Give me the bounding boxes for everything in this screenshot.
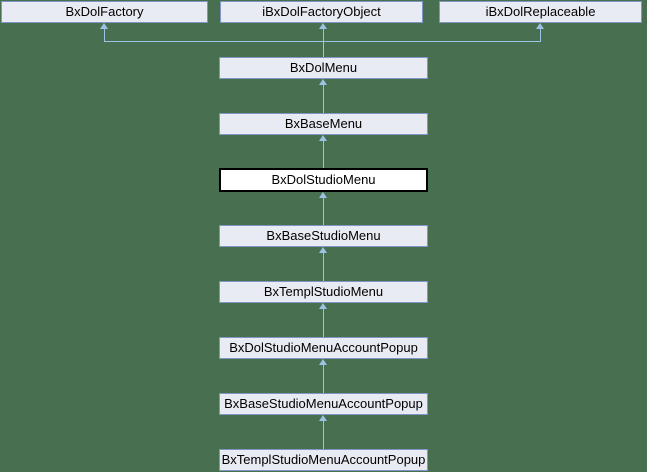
- class-node-ibxdolfactoryobject[interactable]: iBxDolFactoryObject: [220, 1, 423, 23]
- edge-line-to-ibxdolfactoryobject: [323, 29, 324, 57]
- class-node-ibxdolreplaceable[interactable]: iBxDolReplaceable: [439, 1, 642, 23]
- class-node-bxbasestudiomenuaccountpopup[interactable]: BxBaseStudioMenuAccountPopup: [219, 393, 428, 415]
- arrowhead-up-icon: [319, 192, 327, 198]
- class-node-bxbasemenu[interactable]: BxBaseMenu: [219, 113, 428, 135]
- class-node-bxdolstudiomenu-current: BxDolStudioMenu: [219, 168, 428, 192]
- edge-line-chain-1: [323, 85, 324, 113]
- edge-line-chain-5: [323, 309, 324, 337]
- edge-line-chain-7: [323, 421, 324, 449]
- arrowhead-up-icon: [319, 79, 327, 85]
- class-node-bxdolfactory[interactable]: BxDolFactory: [1, 1, 208, 23]
- arrowhead-up-icon: [319, 23, 327, 29]
- edge-line-horizontal-bases: [104, 41, 541, 42]
- class-node-bxdolstudiomenuaccountpopup[interactable]: BxDolStudioMenuAccountPopup: [219, 337, 428, 359]
- arrowhead-up-icon: [319, 247, 327, 253]
- edge-line-chain-2: [323, 141, 324, 168]
- arrowhead-up-icon: [100, 23, 108, 29]
- arrowhead-up-icon: [319, 415, 327, 421]
- arrowhead-up-icon: [319, 303, 327, 309]
- edge-line-to-ibxdolreplaceable: [540, 29, 541, 42]
- edge-line-chain-4: [323, 253, 324, 281]
- arrowhead-up-icon: [319, 359, 327, 365]
- edge-line-chain-6: [323, 365, 324, 393]
- arrowhead-up-icon: [536, 23, 544, 29]
- edge-line-chain-3: [323, 198, 324, 225]
- arrowhead-up-icon: [319, 135, 327, 141]
- class-node-bxbasestudiomenu[interactable]: BxBaseStudioMenu: [219, 225, 428, 247]
- class-node-bxdolmenu[interactable]: BxDolMenu: [219, 57, 428, 79]
- edge-line-to-bxdolfactory: [104, 29, 105, 42]
- class-node-bxtemplstudiomenu[interactable]: BxTemplStudioMenu: [219, 281, 428, 303]
- class-node-bxtemplstudiomenuaccountpopup[interactable]: BxTemplStudioMenuAccountPopup: [219, 449, 428, 471]
